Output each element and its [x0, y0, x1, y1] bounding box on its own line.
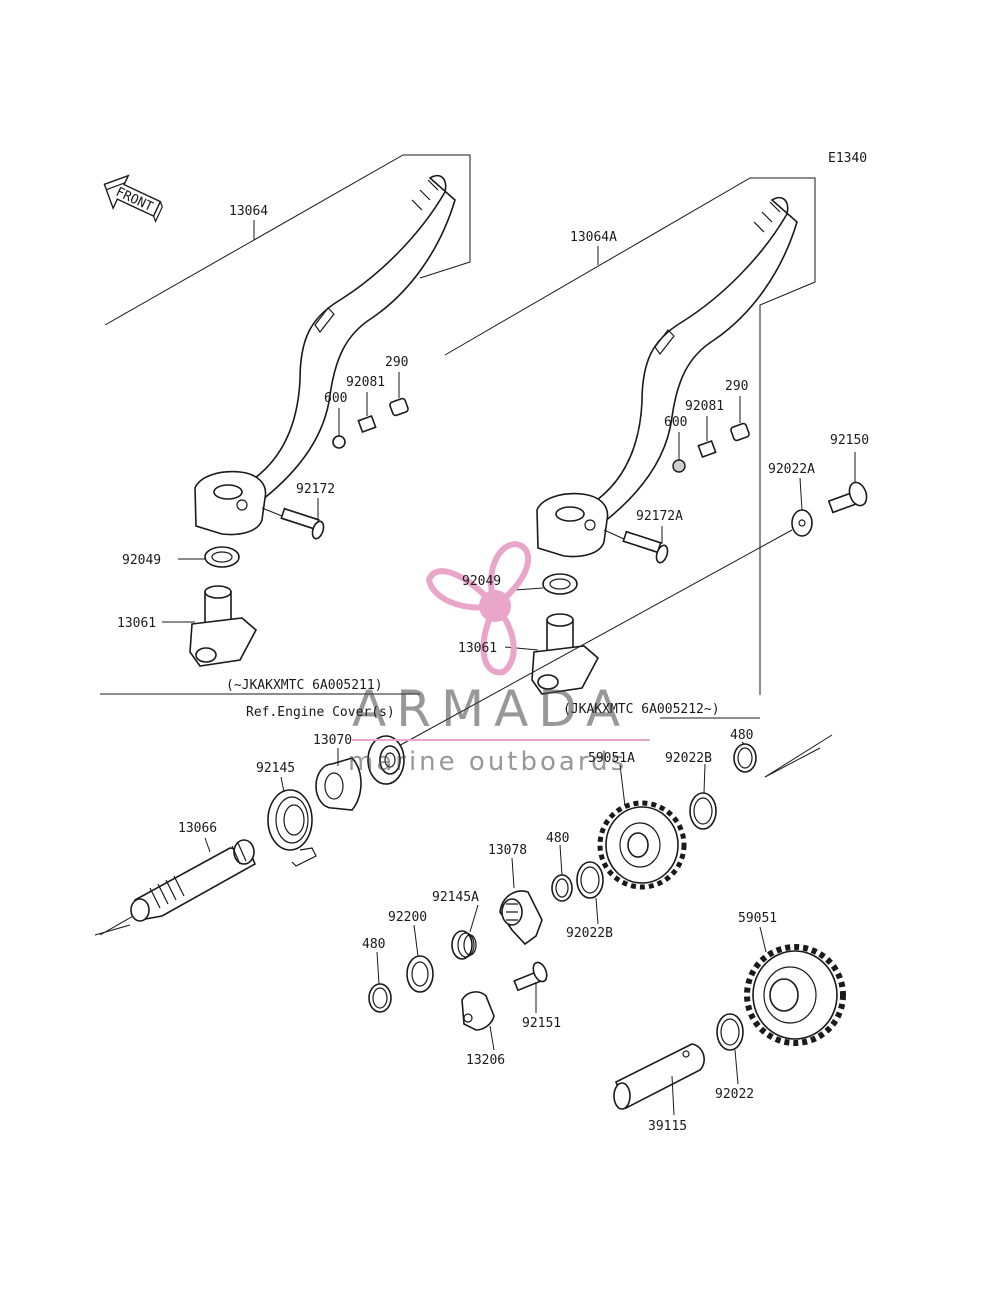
- variant-left-note: (~JKAKXMTC 6A005211): [226, 678, 383, 693]
- diagram-code: E1340: [828, 151, 867, 166]
- kick-pedal-left: [194, 174, 456, 536]
- label-boss-right: 13061: [458, 641, 497, 656]
- spring-guide-shape: [315, 757, 362, 811]
- oil-seal-left-shape: [204, 546, 240, 568]
- kick-boss-right-shape: [531, 613, 600, 695]
- label-circlip-left: 480: [362, 937, 385, 952]
- oil-seal-right-shape: [542, 573, 578, 595]
- bolt-right-shape: [622, 530, 669, 564]
- washer-top-shape: [791, 509, 813, 537]
- spring-left-shape: [357, 414, 377, 434]
- ball-right-shape: [672, 459, 686, 473]
- label-cap-right: 290: [725, 379, 748, 394]
- ratchet-shape: [499, 890, 543, 946]
- ball-left-shape: [332, 435, 346, 449]
- label-spring-right: 92081: [685, 399, 724, 414]
- label-circlip-middle: 480: [546, 831, 569, 846]
- label-bolt-left: 92172: [296, 482, 335, 497]
- propeller-icon: [425, 540, 531, 676]
- stopper-shape: [461, 991, 495, 1031]
- watermark-brand: ARMADA: [352, 680, 630, 738]
- label-bolt-right: 92172A: [636, 509, 683, 524]
- washer-92200-shape: [406, 955, 434, 993]
- label-spring-guide: 13070: [313, 733, 352, 748]
- watermark-tagline: marine outboards: [348, 747, 627, 777]
- label-bolt-stopper: 92151: [522, 1016, 561, 1031]
- spring-right-shape: [697, 439, 717, 459]
- axis-line-upper: [394, 529, 793, 749]
- label-bolt-top: 92150: [830, 433, 869, 448]
- spring-small-shape: [451, 930, 477, 960]
- label-washer-b-middle: 92022B: [566, 926, 613, 941]
- bearing-shape: [367, 735, 405, 785]
- label-kick-pedal: 13064: [229, 204, 268, 219]
- label-gear: 59051: [738, 911, 777, 926]
- label-boss-left: 13061: [117, 616, 156, 631]
- right-group-frame: [444, 177, 816, 695]
- label-oil-seal-right: 92049: [462, 574, 501, 589]
- label-ball-left: 600: [324, 391, 347, 406]
- left-group-frame: [104, 154, 471, 326]
- front-arrow-icon: FRONT: [103, 174, 163, 223]
- label-spring-small: 92145A: [432, 890, 479, 905]
- label-kick-pedal-alt: 13064A: [570, 230, 617, 245]
- label-washer-b-right: 92022B: [665, 751, 712, 766]
- cap-left-shape: [389, 397, 409, 417]
- label-ball-right: 600: [664, 415, 687, 430]
- variant-right-note: (JKAKXMTC 6A005212~): [563, 702, 720, 717]
- armada-logo: ARMADA marine outboards: [348, 540, 650, 777]
- kick-boss-left-shape: [189, 585, 258, 667]
- label-gear-alt: 59051A: [588, 751, 635, 766]
- label-kick-shaft: 13066: [178, 821, 217, 836]
- label-spring-left: 92081: [346, 375, 385, 390]
- label-washer-92200: 92200: [388, 910, 427, 925]
- label-oil-seal-left: 92049: [122, 553, 161, 568]
- gear-alt-shape: [597, 800, 687, 890]
- label-kick-spring: 92145: [256, 761, 295, 776]
- idle-shaft-shape: [613, 1043, 705, 1110]
- ref-note: Ref.Engine Cover(s): [246, 705, 395, 720]
- kick-shaft-shape: [130, 839, 257, 922]
- label-cap-left: 290: [385, 355, 408, 370]
- bolt-stopper-shape: [513, 961, 548, 992]
- gear-shape: [744, 944, 846, 1046]
- label-stopper: 13206: [466, 1053, 505, 1068]
- bolt-top-shape: [827, 481, 868, 514]
- kick-spring-shape: [267, 789, 317, 867]
- label-ratchet: 13078: [488, 843, 527, 858]
- cap-right-shape: [730, 422, 750, 442]
- label-washer-top: 92022A: [768, 462, 815, 477]
- label-idle-shaft: 39115: [648, 1119, 687, 1134]
- bolt-left-shape: [280, 507, 325, 540]
- kick-pedal-right: [536, 196, 798, 558]
- label-circlip-right: 480: [730, 728, 753, 743]
- label-washer-92022: 92022: [715, 1087, 754, 1102]
